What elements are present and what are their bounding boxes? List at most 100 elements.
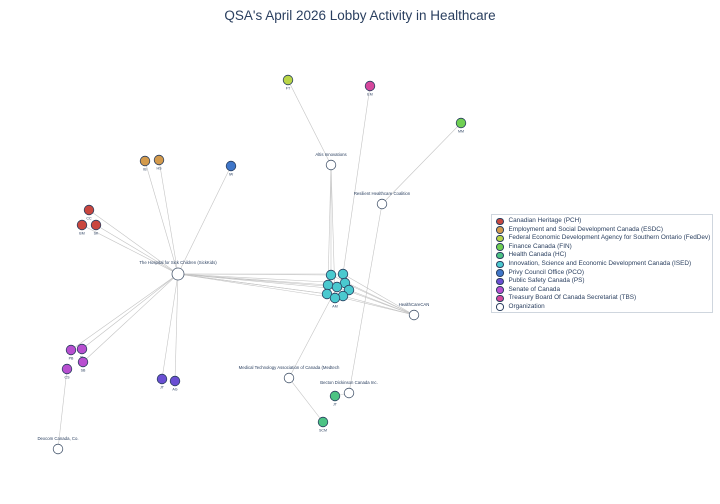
node-ft[interactable]	[282, 74, 294, 86]
legend-item[interactable]: Health Canada (HC)	[496, 251, 712, 260]
node-jt2[interactable]	[329, 390, 341, 402]
edge-hsc-jt	[161, 273, 179, 380]
node-label-bm: BM	[79, 232, 84, 236]
legend-item[interactable]: Finance Canada (FIN)	[496, 243, 712, 252]
node-label-ft: FT	[286, 87, 291, 91]
node-label-scm: SCM	[319, 429, 327, 433]
node-cc[interactable]	[83, 204, 95, 216]
edge-hsc-iw	[177, 165, 232, 275]
node-jt[interactable]	[156, 373, 168, 385]
node-ib[interactable]	[139, 155, 151, 167]
node-bdc[interactable]	[343, 387, 355, 399]
legend-label: Innovation, Science and Economic Develop…	[508, 259, 692, 267]
edge-em-s2	[342, 85, 371, 275]
node-label-dex: Dexcom Canada, Co.	[37, 436, 78, 441]
node-mtac[interactable]	[283, 372, 295, 384]
legend-item[interactable]: Innovation, Science and Economic Develop…	[496, 260, 712, 269]
edge-hsc-s4	[177, 273, 346, 284]
node-label-mtac: Medical Technology Association of Canada…	[239, 365, 340, 370]
edge-hcc-s7	[342, 295, 415, 316]
node-label-cc: CC	[86, 217, 92, 221]
legend-label: Treasury Board Of Canada Secretariat (TB…	[508, 294, 637, 302]
legend-swatch-icon	[496, 294, 504, 303]
legend-swatch-icon	[496, 217, 504, 226]
edge-hsc-s8	[177, 273, 336, 299]
edge-hsc-s9	[177, 273, 338, 288]
legend-swatch-icon	[496, 277, 504, 286]
node-label-hcc: HealthCareCAN	[399, 302, 430, 307]
legend-item[interactable]: Employment and Social Development Canada…	[496, 226, 712, 235]
legend-swatch-icon	[496, 243, 504, 251]
node-label-cs: CS	[65, 376, 71, 380]
legend-label: Privy Council Office (PCO)	[508, 268, 585, 276]
edge-hsc-pb	[70, 273, 179, 351]
node-label-hs: HS	[157, 167, 163, 171]
node-dex[interactable]	[52, 443, 64, 455]
legend-label: Employment and Social Development Canada…	[508, 225, 664, 233]
node-s9[interactable]	[331, 281, 343, 293]
node-em[interactable]	[364, 80, 376, 92]
page-title: QSA's April 2026 Lobby Activity in Healt…	[224, 8, 496, 23]
legend-swatch-icon	[496, 286, 504, 294]
node-ag[interactable]	[169, 375, 181, 387]
node-s2[interactable]	[337, 268, 349, 280]
edge-mtac-scm	[288, 377, 324, 423]
edge-hsc-ag	[174, 273, 179, 382]
node-pb[interactable]	[65, 344, 77, 356]
legend-item[interactable]: Federal Economic Development Agency for …	[496, 234, 712, 243]
legend-item[interactable]: Public Safety Canada (PS)	[496, 277, 712, 286]
node-s8[interactable]	[329, 292, 341, 304]
legend-label: Finance Canada (FIN)	[508, 242, 572, 250]
edge-dex-cs	[57, 368, 68, 450]
legend-label: Federal Economic Development Agency for …	[508, 234, 711, 242]
node-label-iw: IW	[229, 173, 234, 177]
node-label-sk: SK	[94, 232, 99, 236]
node-s1[interactable]	[325, 269, 337, 281]
node-label-jt: JT	[160, 386, 165, 390]
node-label-jt2: JT	[333, 403, 338, 407]
node-label-em: EM	[367, 93, 372, 97]
edge-hsc-s6	[177, 273, 350, 291]
node-iw[interactable]	[225, 160, 237, 172]
edge-alt-s3	[327, 164, 332, 286]
legend-swatch-icon	[496, 226, 504, 234]
node-label-pb: PB	[69, 357, 74, 361]
legend-item[interactable]: Senate of Canada	[496, 286, 712, 295]
edge-hcc-s4	[344, 282, 415, 316]
node-alt[interactable]	[325, 159, 337, 171]
node-sk[interactable]	[90, 219, 102, 231]
edge-hsc-cc	[88, 209, 179, 275]
node-bm[interactable]	[76, 219, 88, 231]
legend-swatch-icon	[496, 303, 504, 311]
legend-swatch-icon	[496, 269, 504, 277]
node-hcc[interactable]	[408, 309, 420, 321]
legend-item[interactable]: Privy Council Office (PCO)	[496, 269, 712, 278]
node-hsc[interactable]	[171, 267, 185, 281]
edge-hsc-ib	[144, 160, 179, 275]
legend: Canadian Heritage (PCH)Employment and So…	[491, 214, 713, 313]
legend-label: Canadian Heritage (PCH)	[508, 217, 582, 224]
node-rhc[interactable]	[376, 198, 388, 210]
node-s3[interactable]	[322, 279, 334, 291]
edge-hsc-s7	[177, 273, 344, 297]
legend-swatch-icon	[496, 251, 504, 260]
node-label-rhc: Resilient Healthcare Coalition	[354, 191, 411, 196]
node-sb[interactable]	[77, 356, 89, 368]
node-cs[interactable]	[61, 363, 73, 375]
node-mm[interactable]	[455, 117, 467, 129]
node-label-bdc: Becton Dickinson Canada Inc.	[320, 380, 378, 385]
node-hs[interactable]	[153, 154, 165, 166]
node-label-ib: IB	[143, 168, 147, 172]
node-tl[interactable]	[76, 343, 88, 355]
node-label-hsc: The Hospital for Sick Children (SickKids…	[139, 260, 217, 265]
legend-label: Public Safety Canada (PS)	[508, 277, 585, 285]
legend-item[interactable]: Canadian Heritage (PCH)	[496, 217, 712, 226]
legend-item[interactable]: Organization	[496, 303, 712, 312]
node-label-s8: AM	[332, 305, 337, 309]
legend-item[interactable]: Treasury Board Of Canada Secretariat (TB…	[496, 294, 712, 303]
edge-hcc-s2	[342, 273, 415, 316]
legend-label: Organization	[508, 302, 545, 310]
edge-alt-ft	[287, 79, 332, 166]
node-scm[interactable]	[317, 416, 329, 428]
